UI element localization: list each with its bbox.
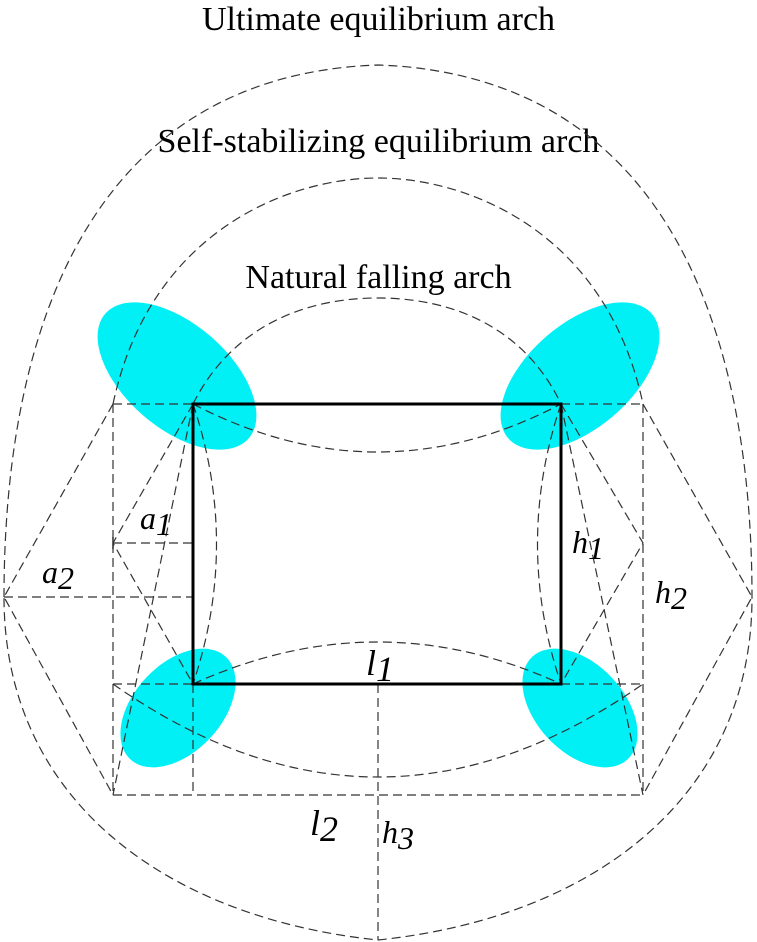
label-l1: l1 bbox=[366, 643, 394, 689]
label-l2: l2 bbox=[310, 803, 338, 849]
label-h3: h3 bbox=[382, 814, 414, 856]
zone-top-left bbox=[97, 302, 257, 450]
label-h1: h1 bbox=[572, 524, 604, 566]
left-corner-diag-a bbox=[112, 403, 194, 796]
label-h2: h2 bbox=[655, 574, 687, 616]
natural-arch-label: Natural falling arch bbox=[245, 259, 512, 296]
floor-arch-inner bbox=[192, 641, 562, 685]
ultimate-equilibrium-arch bbox=[3, 64, 753, 941]
roadway-opening bbox=[191, 402, 563, 686]
label-a1: a1 bbox=[140, 500, 172, 542]
label-a2: a2 bbox=[42, 554, 74, 596]
left-outer-diagonals bbox=[3, 403, 114, 796]
roof-sag-arch bbox=[192, 403, 562, 453]
right-corner-diag-a bbox=[560, 403, 644, 796]
natural-falling-arch bbox=[192, 297, 562, 405]
left-inner-diagonals bbox=[112, 403, 194, 685]
left-side-arc bbox=[192, 403, 218, 685]
right-outer-diagonals bbox=[642, 403, 753, 796]
ultimate-arch-label: Ultimate equilibrium arch bbox=[201, 1, 556, 38]
self-stabilizing-arch bbox=[112, 177, 644, 405]
zone-bottom-left bbox=[120, 648, 236, 768]
zone-top-right bbox=[500, 302, 660, 450]
self-stabilizing-arch-label: Self-stabilizing equilibrium arch bbox=[157, 123, 600, 160]
right-side-arc bbox=[536, 403, 562, 685]
right-inner-diagonals bbox=[560, 403, 644, 685]
